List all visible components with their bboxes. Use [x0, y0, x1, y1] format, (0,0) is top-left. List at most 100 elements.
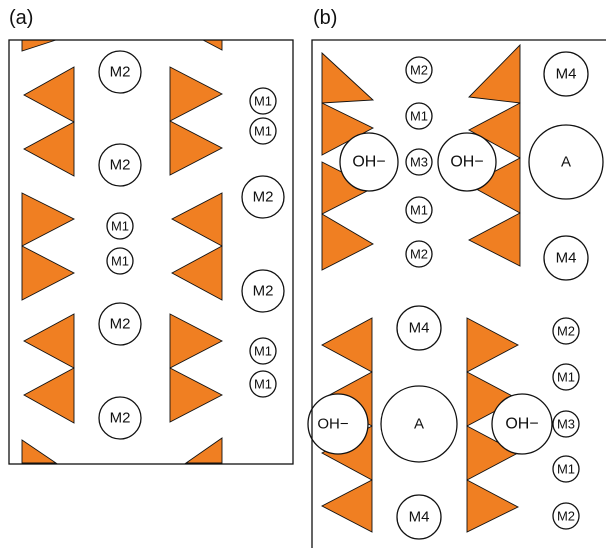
- tetrahedron: [468, 102, 521, 159]
- a-site-label: A: [561, 154, 571, 171]
- m1-site-circle: [106, 247, 134, 275]
- tetrahedron: [321, 317, 373, 373]
- tetrahedron: [171, 245, 223, 301]
- m1-site-label: M1: [410, 203, 428, 218]
- m4-site-circle: [396, 305, 442, 351]
- m2-site-label: M2: [253, 189, 274, 206]
- m1-site-label: M1: [557, 370, 575, 385]
- tetrahedron: [23, 313, 75, 369]
- m4-site-label: M4: [409, 320, 430, 337]
- m4-site-label: M4: [556, 66, 577, 83]
- tetrahedron: [23, 66, 75, 123]
- m2-site-label: M2: [110, 157, 131, 174]
- panel-b-label: (b): [313, 7, 337, 29]
- m1-site-label: M1: [410, 109, 428, 124]
- tetrahedron: [169, 120, 223, 176]
- m1-site-label: M1: [254, 94, 272, 109]
- a-site-circle: [528, 124, 604, 200]
- m1-site-label: M1: [254, 344, 272, 359]
- tetrahedron: [169, 367, 223, 423]
- m4-site-circle: [543, 235, 589, 281]
- tetrahedron: [184, 437, 223, 464]
- tetrahedron: [466, 425, 519, 481]
- m2-site-label: M2: [253, 283, 274, 300]
- m1-site-label: M1: [254, 124, 272, 139]
- m2-site-label: M2: [410, 63, 428, 78]
- m2-site-label: M2: [557, 324, 575, 339]
- tetrahedron: [21, 192, 75, 247]
- m1-site-label: M1: [111, 219, 129, 234]
- oh-site-circle: [437, 132, 497, 192]
- m2-site-label: M2: [110, 64, 131, 81]
- m1-site-circle: [249, 370, 277, 398]
- oh-site-circle: [491, 393, 553, 455]
- m2-site-circle: [405, 56, 433, 84]
- oh-site-label: OH−: [352, 154, 385, 171]
- a-site-label: A: [414, 416, 424, 433]
- m2-site-circle: [241, 175, 285, 219]
- m4-site-circle: [396, 494, 442, 540]
- m2-site-label: M2: [557, 509, 575, 524]
- panel-a-label: (a): [9, 7, 33, 29]
- m1-site-circle: [106, 212, 134, 240]
- a-site-circle: [380, 385, 458, 463]
- tetrahedron: [202, 39, 223, 51]
- tetrahedron: [21, 245, 75, 301]
- panel-a-tetrahedra: [21, 39, 223, 464]
- tetrahedron: [169, 66, 223, 122]
- m3-site-circle: [552, 410, 580, 438]
- m3-site-label: M3: [557, 417, 575, 432]
- m2-site-label: M2: [410, 247, 428, 262]
- m4-site-circle: [543, 51, 589, 97]
- tetrahedron: [23, 121, 75, 177]
- tetrahedron: [321, 213, 374, 271]
- m1-site-label: M1: [254, 377, 272, 392]
- m1-site-circle: [249, 87, 277, 115]
- m1-site-circle: [552, 455, 580, 483]
- tetrahedron: [169, 313, 223, 369]
- m3-site-circle: [405, 148, 433, 176]
- tetrahedron: [21, 439, 58, 464]
- tetrahedron: [321, 51, 375, 104]
- m2-site-circle: [98, 302, 142, 346]
- m1-site-circle: [249, 117, 277, 145]
- tetrahedron: [321, 479, 373, 533]
- tetrahedron: [468, 212, 521, 267]
- m4-site-label: M4: [409, 509, 430, 526]
- m1-site-circle: [405, 102, 433, 130]
- tetrahedron: [466, 479, 519, 533]
- m2-site-label: M2: [110, 316, 131, 333]
- m2-site-circle: [98, 50, 142, 94]
- m1-site-label: M1: [111, 254, 129, 269]
- oh-site-circle: [307, 393, 369, 455]
- tetrahedron: [466, 371, 519, 427]
- panel-a-frame: [8, 39, 294, 465]
- m2-site-circle: [241, 269, 285, 313]
- oh-site-label: OH−: [450, 154, 483, 171]
- tetrahedron: [468, 43, 521, 104]
- m1-site-circle: [405, 196, 433, 224]
- tetrahedron: [23, 367, 75, 424]
- m2-site-circle: [98, 143, 142, 187]
- m2-site-circle: [552, 502, 580, 530]
- m2-site-circle: [405, 240, 433, 268]
- panel-b-frame: [311, 39, 606, 548]
- m2-site-circle: [98, 396, 142, 440]
- tetrahedron: [466, 317, 519, 373]
- m4-site-label: M4: [556, 250, 577, 267]
- panel-b: M2 M1 M3 M1 M2 OH− OH− M4 A M4 M4 A M4 O…: [307, 39, 606, 548]
- tetrahedron: [171, 192, 223, 247]
- m1-site-circle: [552, 363, 580, 391]
- m3-site-label: M3: [410, 155, 428, 170]
- m2-site-label: M2: [110, 410, 131, 427]
- panel-a: M2 M2 M2 M2 M2 M2 M1 M1 M1 M1 M1 M1: [8, 39, 294, 465]
- oh-site-label: OH−: [505, 416, 538, 433]
- m1-site-circle: [249, 337, 277, 365]
- oh-site-label: OH−: [317, 416, 349, 433]
- tetrahedron: [21, 39, 57, 52]
- m1-site-label: M1: [557, 462, 575, 477]
- tetrahedron: [321, 102, 374, 156]
- oh-site-circle: [339, 132, 399, 192]
- m2-site-circle: [552, 317, 580, 345]
